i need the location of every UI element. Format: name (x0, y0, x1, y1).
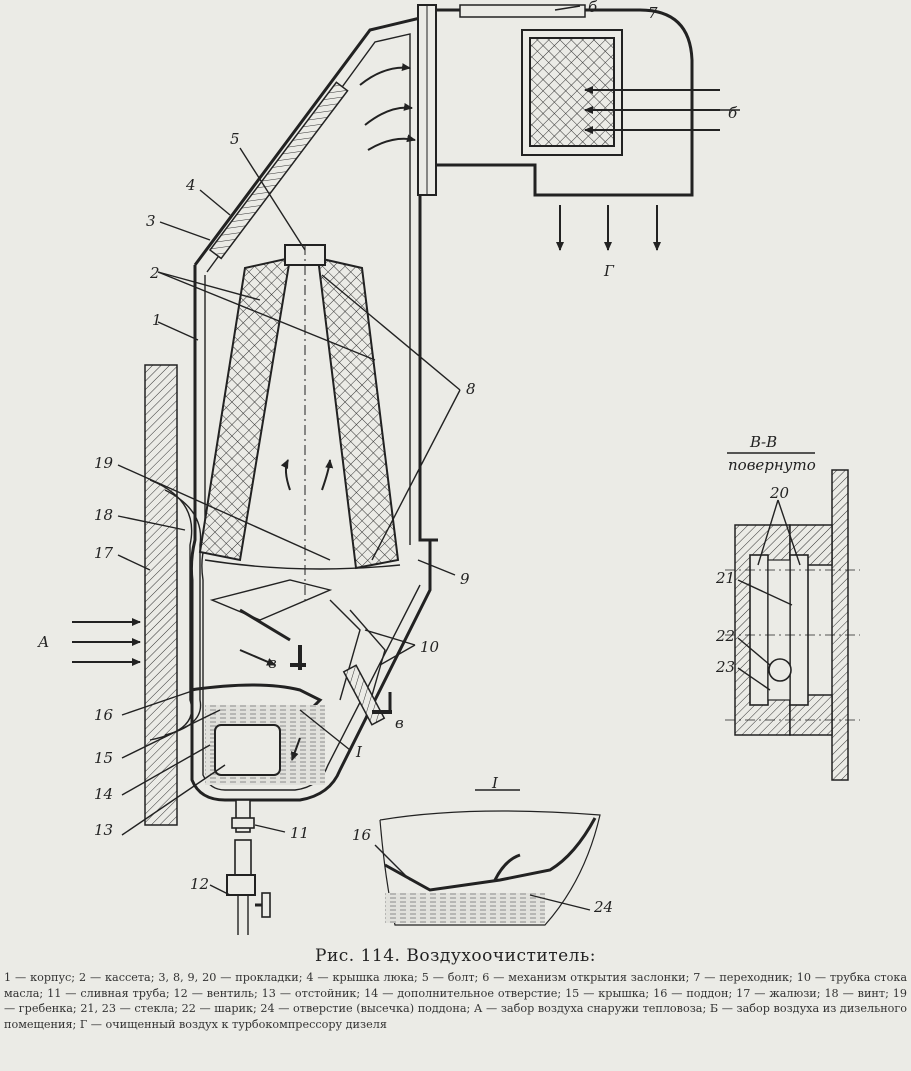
leader-lines (117, 5, 740, 896)
pan-and-sump (189, 559, 401, 785)
section-label-22: 22 (715, 627, 735, 645)
label-13: 13 (94, 821, 113, 839)
label-9: 9 (460, 570, 470, 588)
label-18: 18 (94, 506, 113, 524)
label-7: 7 (648, 4, 658, 22)
label-g: Г (603, 262, 615, 280)
label-5: 5 (230, 130, 240, 148)
section-label-23: 23 (715, 658, 735, 676)
label-a: А (37, 633, 49, 651)
section-label-21: 21 (715, 569, 735, 587)
label-15: 15 (94, 749, 113, 767)
label-19: 19 (94, 454, 114, 472)
adapter-transition (436, 4, 694, 197)
filter-cassettes (198, 244, 400, 600)
section-markers (290, 645, 392, 714)
label-10: 10 (420, 638, 440, 656)
flow-arrows (72, 63, 720, 761)
label-11: 11 (290, 824, 309, 842)
label-b-right: б (728, 104, 738, 122)
label-12: 12 (190, 875, 209, 893)
detail-i (374, 789, 601, 926)
label-16: 16 (94, 706, 114, 724)
section-title: В-В (749, 433, 777, 451)
detail-i-title: I (491, 774, 499, 792)
label-v-2: в (395, 714, 404, 732)
section-subtitle: повернуто (728, 456, 816, 474)
label-i: I (355, 743, 363, 761)
label-14: 14 (94, 785, 113, 803)
label-b-top: б (588, 0, 598, 16)
drain-pipe-and-valve (226, 799, 271, 935)
label-3: 3 (146, 212, 156, 230)
label-2: 2 (149, 264, 160, 282)
label-v-1: в (268, 654, 277, 672)
figure-legend: 1 — корпус; 2 — кассета; 3, 8, 9, 20 — п… (4, 971, 907, 1031)
label-1: 1 (152, 311, 162, 329)
air-cleaner-drawing: 1 2 3 4 5 б б 7 8 9 10 11 12 13 14 15 16… (37, 0, 860, 935)
figure-caption: Рис. 114. Воздухоочиститель: (315, 946, 596, 966)
detail-i-label-16: 16 (352, 826, 372, 844)
section-v-v (725, 452, 860, 781)
section-label-20: 20 (769, 484, 790, 502)
label-4: 4 (185, 176, 196, 194)
part-labels: 1 2 3 4 5 б б 7 8 9 10 11 12 13 14 15 16… (37, 0, 816, 916)
label-17: 17 (94, 544, 114, 562)
detail-i-label-24: 24 (593, 898, 613, 916)
label-8: 8 (466, 380, 476, 398)
